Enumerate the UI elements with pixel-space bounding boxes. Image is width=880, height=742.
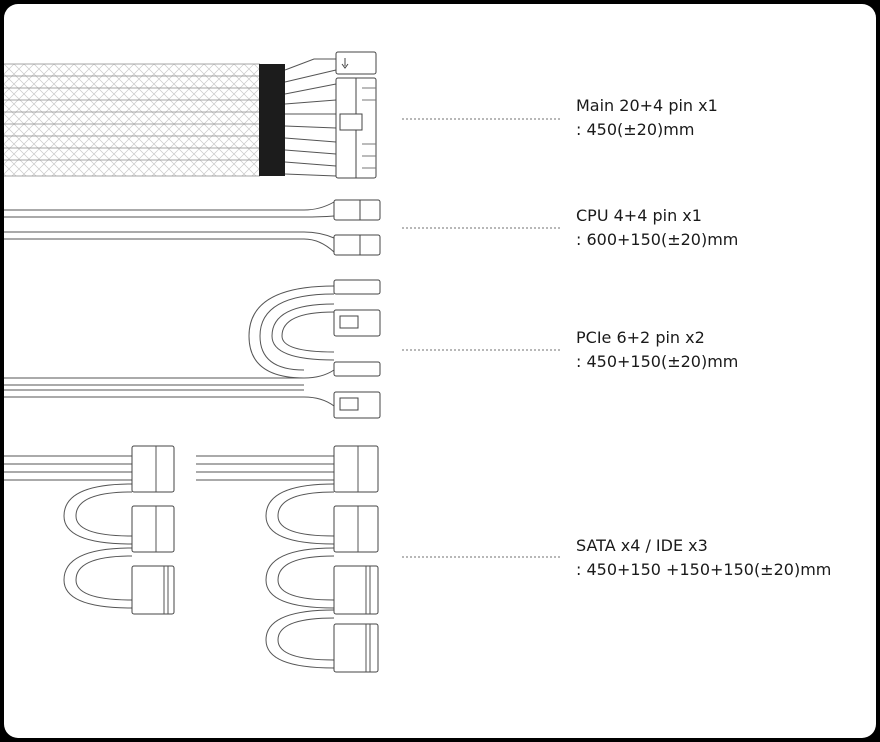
main-connector-length: : 450(±20)mm bbox=[576, 120, 695, 139]
leader-line-main bbox=[402, 118, 560, 120]
cpu-connector-name: CPU 4+4 pin x1 bbox=[576, 206, 702, 225]
leader-line-sata bbox=[402, 556, 560, 558]
cpu-connector-label: CPU 4+4 pin x1 : 600+150(±20)mm bbox=[576, 204, 738, 252]
pcie-connector-length: : 450+150(±20)mm bbox=[576, 352, 739, 371]
main-24pin-cable-icon bbox=[4, 51, 377, 179]
pcie-connector-label: PCIe 6+2 pin x2 : 450+150(±20)mm bbox=[576, 326, 738, 374]
cpu-cable-icon bbox=[4, 199, 381, 256]
main-connector-name: Main 20+4 pin x1 bbox=[576, 96, 718, 115]
sata-ide-connector-label: SATA x4 / IDE x3 : 450+150 +150+150(±20)… bbox=[576, 534, 831, 582]
cpu-connector-length: : 600+150(±20)mm bbox=[576, 230, 739, 249]
leader-line-cpu bbox=[402, 227, 560, 229]
sata-ide-connector-length: : 450+150 +150+150(±20)mm bbox=[576, 560, 832, 579]
pcie-cable-icon bbox=[4, 279, 381, 419]
pcie-connector-name: PCIe 6+2 pin x2 bbox=[576, 328, 705, 347]
diagram-panel: Main 20+4 pin x1 : 450(±20)mm CPU 4+4 pi… bbox=[4, 4, 876, 738]
cable-illustration bbox=[4, 51, 381, 673]
sata-ide-connector-name: SATA x4 / IDE x3 bbox=[576, 536, 708, 555]
sata-ide-cable-icon bbox=[4, 445, 379, 673]
main-connector-label: Main 20+4 pin x1 : 450(±20)mm bbox=[576, 94, 718, 142]
leader-line-pcie bbox=[402, 349, 560, 351]
